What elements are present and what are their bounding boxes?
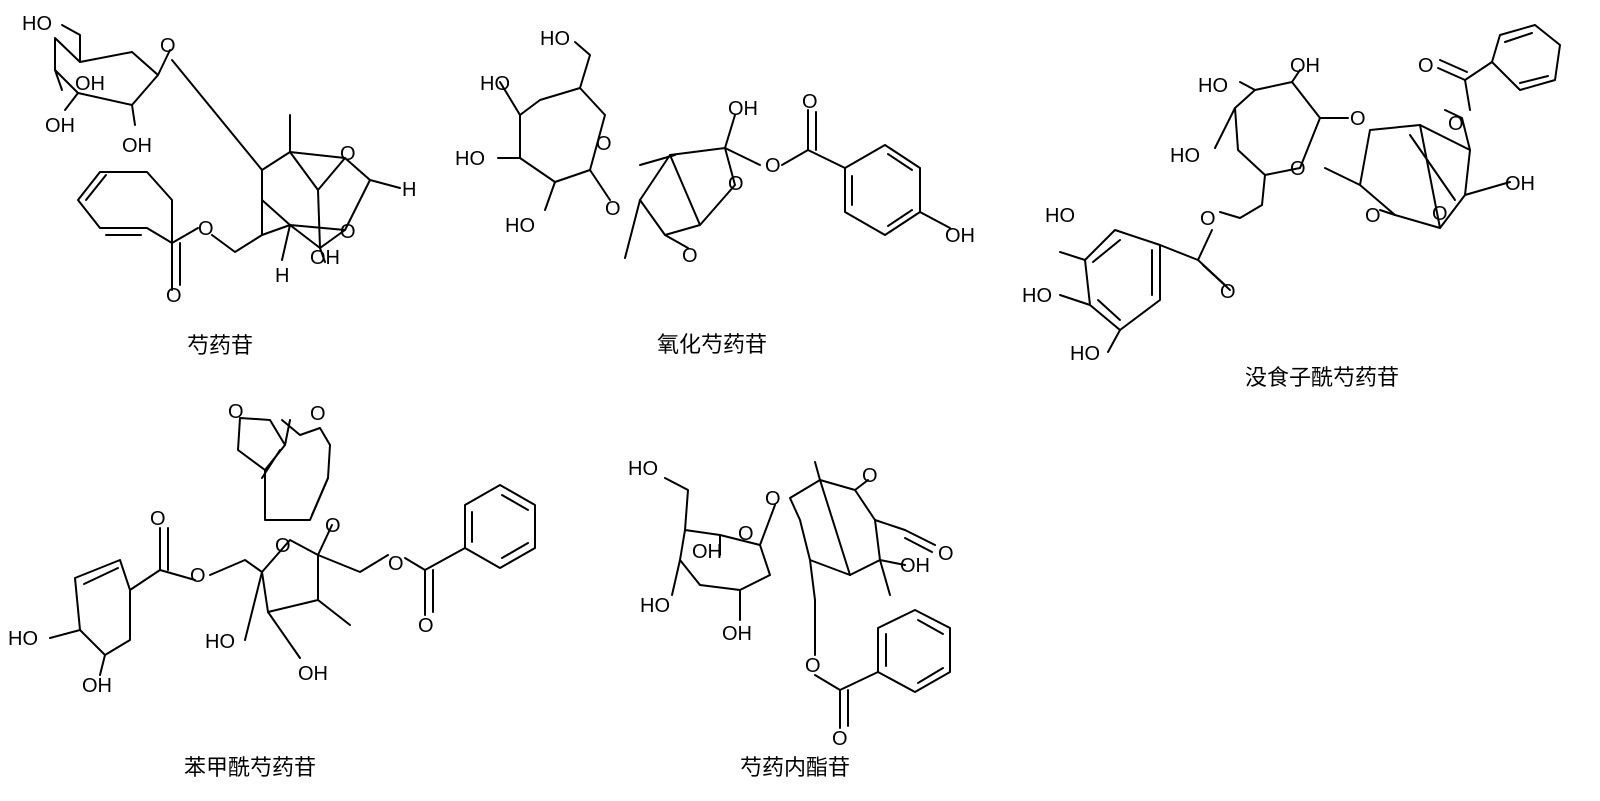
atom-label: HO: [1045, 205, 1075, 227]
atom-label: O: [862, 465, 878, 487]
atom-label: O: [802, 91, 818, 113]
atom-labels: O O O O O O O O HO OH HO OH: [8, 401, 434, 697]
atom-label: O: [1365, 205, 1381, 227]
atom-label: HO: [1022, 285, 1052, 307]
compound-name: 氧化芍药苷: [657, 333, 767, 358]
compound-galloylpaeoniflorin: HO OH HO O O O O O O OH O O HO HO HO 没食子…: [1022, 24, 1561, 391]
bonds: [54, 24, 401, 291]
atom-label: O: [1418, 55, 1434, 77]
atom-label: H: [275, 265, 289, 287]
atom-label: O: [1200, 208, 1216, 230]
atom-label: HO: [480, 73, 510, 95]
atom-label: O: [418, 615, 434, 637]
compound-benzoylpaeoniflorin: O O O O O O O O HO OH HO OH 苯甲酰芍药苷: [8, 401, 536, 781]
atom-label: OH: [692, 541, 722, 563]
atom-label: O: [1290, 158, 1306, 180]
atom-label: HO: [640, 595, 670, 617]
atom-label: HO: [1070, 343, 1100, 365]
atom-label: O: [388, 553, 404, 575]
atom-label: O: [765, 155, 781, 177]
atom-label: O: [340, 143, 356, 165]
atom-label: OH: [1505, 173, 1535, 195]
atom-label: O: [605, 198, 621, 220]
atom-label: HO: [455, 148, 485, 170]
atom-label: O: [198, 218, 214, 240]
atom-label: HO: [628, 458, 658, 480]
bonds: [1059, 24, 1561, 353]
atom-label: OH: [900, 555, 930, 577]
atom-labels: HO OH HO O O O O O O OH O O HO HO HO: [1022, 55, 1535, 365]
atom-label: OH: [122, 135, 152, 157]
atom-label: OH: [75, 73, 105, 95]
atom-label: O: [150, 508, 166, 530]
atom-label: O: [190, 565, 206, 587]
atom-label: O: [1448, 113, 1464, 135]
atom-label: O: [1220, 281, 1236, 303]
atom-label: O: [832, 728, 848, 750]
atom-label: OH: [722, 623, 752, 645]
compound-paeoniflorin: HO O OH OH OH O O H O OH H O 芍药苷: [22, 13, 416, 359]
atom-label: OH: [310, 247, 340, 269]
atom-label: HO: [8, 628, 38, 650]
atom-label: O: [340, 221, 356, 243]
atom-label: HO: [205, 631, 235, 653]
atom-label: HO: [1198, 75, 1228, 97]
compound-name: 芍药苷: [187, 334, 253, 359]
atom-label: H: [402, 179, 416, 201]
atom-label: O: [596, 133, 612, 155]
atom-labels: HO O OH OH OH O O H O OH H O: [22, 13, 416, 307]
atom-label: O: [1432, 203, 1448, 225]
bonds: [497, 41, 951, 259]
atom-label: O: [228, 401, 244, 423]
atom-label: O: [310, 403, 326, 425]
atom-labels: HO HO HO HO O O OH O O O O OH: [455, 28, 975, 267]
atom-label: O: [160, 35, 176, 57]
bonds: [49, 417, 536, 676]
compound-albiflorin: HO O OH HO OH O O O OH O O 芍药内酯苷: [628, 458, 954, 781]
atom-label: HO: [22, 13, 52, 35]
atom-label: HO: [1170, 145, 1200, 167]
atom-label: O: [682, 245, 698, 267]
atom-label: HO: [540, 28, 570, 50]
bonds: [664, 461, 951, 729]
atom-label: OH: [1290, 55, 1320, 77]
atom-label: O: [938, 543, 954, 565]
atom-label: O: [805, 655, 821, 677]
atom-label: OH: [82, 675, 112, 697]
atom-label: O: [325, 515, 341, 537]
compound-oxypaeoniflorin: HO HO HO HO O O OH O O O O OH 氧化芍药苷: [455, 28, 975, 358]
atom-label: O: [728, 173, 744, 195]
compound-name: 苯甲酰芍药苷: [184, 756, 316, 781]
compound-name: 没食子酰芍药苷: [1245, 366, 1399, 391]
atom-label: O: [765, 488, 781, 510]
atom-label: O: [738, 523, 754, 545]
atom-label: O: [275, 535, 291, 557]
atom-label: OH: [298, 663, 328, 685]
atom-label: O: [166, 285, 182, 307]
atom-label: HO: [505, 215, 535, 237]
atom-label: OH: [945, 225, 975, 247]
compound-name: 芍药内酯苷: [740, 756, 850, 781]
atom-label: OH: [728, 98, 758, 120]
atom-label: O: [1350, 108, 1366, 130]
atom-labels: HO O OH HO OH O O O OH O O: [628, 458, 954, 750]
atom-label: OH: [45, 115, 75, 137]
